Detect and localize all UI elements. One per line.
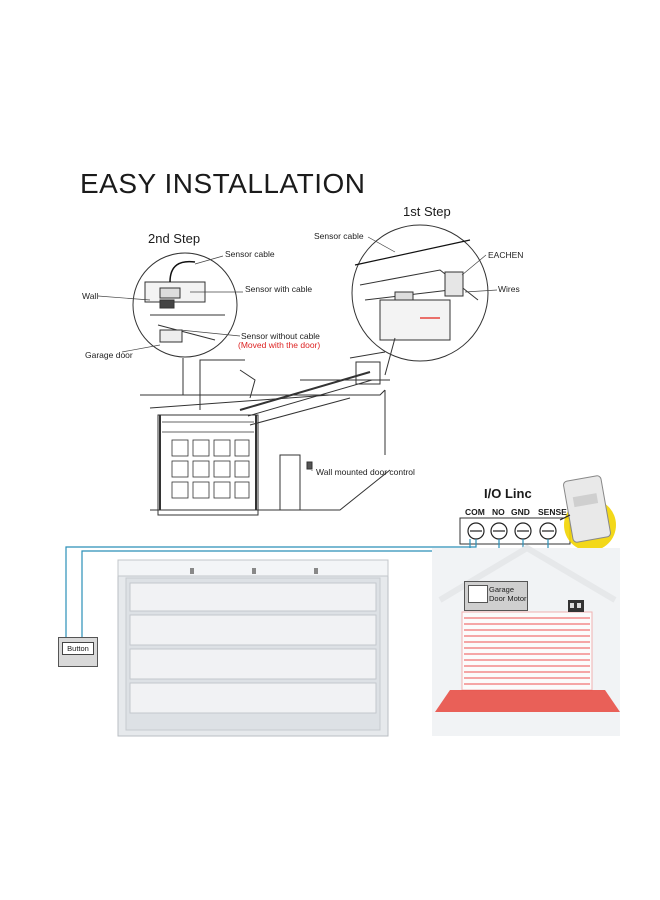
garage-door-large	[117, 559, 389, 737]
eachen-label: EACHEN	[488, 250, 524, 260]
motor-terminal	[468, 585, 488, 603]
terminal-no-label: NO	[492, 507, 505, 517]
step2-zoom-circle	[132, 252, 238, 395]
io-linc-terminal-block	[459, 517, 571, 545]
eachen-device-image	[559, 475, 616, 551]
motor-label-line1: Garage	[489, 585, 515, 594]
button-label: Button	[62, 642, 94, 655]
terminal-gnd-label: GND	[511, 507, 530, 517]
moved-with-door-note: (Moved with the door)	[238, 340, 321, 350]
io-linc-title: I/O Linc	[484, 486, 532, 501]
wall-label: Wall	[82, 291, 99, 301]
step1-sensor-cable-label: Sensor cable	[314, 231, 364, 241]
garage-door-motor-box: Garage Door Motor	[464, 581, 528, 611]
step1-heading: 1st Step	[403, 204, 451, 219]
button-device: Button	[58, 637, 98, 667]
motor-label: Garage Door Motor	[489, 585, 527, 603]
garage-opener-drawing	[140, 351, 391, 516]
leader-lines	[97, 236, 498, 471]
garage-small	[432, 544, 620, 736]
step2-heading: 2nd Step	[148, 231, 201, 246]
terminal-com-label: COM	[465, 507, 485, 517]
step1-zoom-circle	[351, 224, 489, 376]
sensor-without-cable-label: Sensor without cable	[241, 331, 320, 341]
terminal-sense-label: SENSE	[538, 507, 567, 517]
wall-door-control-label: Wall mounted door control	[316, 467, 415, 477]
motor-label-line2: Door Motor	[489, 594, 527, 603]
step2-sensor-cable-label: Sensor cable	[225, 249, 275, 259]
wires-label: Wires	[498, 284, 520, 294]
sensor-with-cable-label: Sensor with cable	[245, 284, 313, 294]
garage-door-label: Garage door	[85, 350, 133, 360]
page-title: EASY INSTALLATION	[80, 168, 366, 199]
